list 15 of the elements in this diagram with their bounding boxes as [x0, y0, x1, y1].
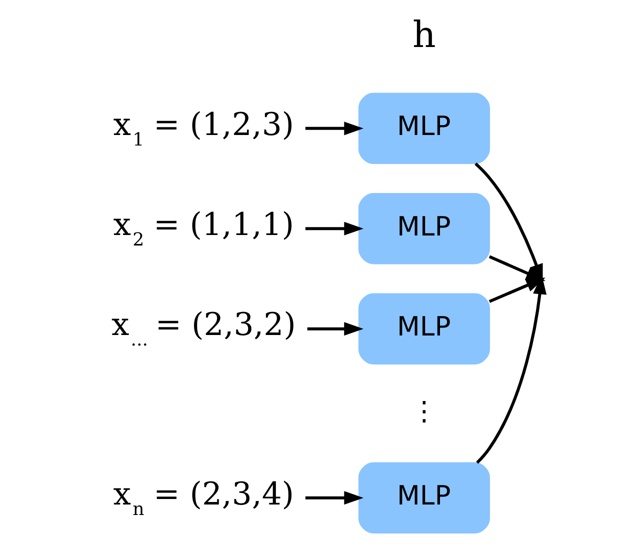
node-text: x$_{1}$ = (1,2,3) — [112, 106, 294, 150]
label: h — [412, 12, 436, 56]
node-box: MLP — [358, 193, 490, 264]
arrow — [304, 122, 363, 136]
arrow — [304, 222, 363, 236]
node-text: x$_{...}$ = (2,3,2) — [110, 307, 296, 351]
label: ⋮ — [410, 396, 437, 428]
node-box: MLP — [358, 462, 490, 534]
node-box: MLP — [358, 293, 490, 364]
node-text: x$_{2}$ = (1,1,1) — [112, 207, 294, 251]
node-text: x$_{n}$ = (2,3,4) — [112, 476, 294, 520]
arrow — [476, 274, 546, 464]
arrow — [306, 322, 363, 336]
node-box: MLP — [358, 92, 490, 164]
arrow — [304, 491, 363, 505]
